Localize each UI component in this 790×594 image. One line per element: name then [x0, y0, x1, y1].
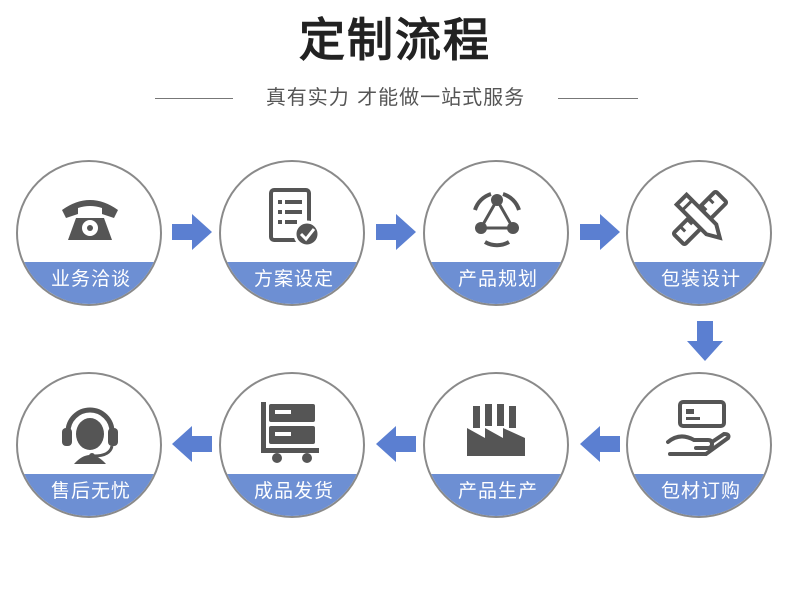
arrow-right-icon	[580, 214, 620, 250]
arrow-right-icon	[376, 214, 416, 250]
step-material-purchase: 包材订购	[626, 372, 772, 518]
step-label: 售后无忧	[18, 474, 160, 516]
step-label: 产品生产	[425, 474, 567, 516]
telephone-icon	[56, 184, 124, 252]
step-product-planning: 产品规划	[423, 160, 569, 306]
checklist-icon	[259, 184, 327, 252]
cabinet-icon	[259, 396, 327, 464]
page-title: 定制流程	[299, 13, 491, 67]
step-packaging-design: 包装设计	[626, 160, 772, 306]
hand-card-icon	[666, 396, 734, 464]
subtitle-row: 真有实力 才能做一站式服务	[0, 82, 790, 112]
step-shipping: 成品发货	[219, 372, 365, 518]
network-icon	[463, 184, 531, 252]
subtitle-divider-right	[558, 98, 638, 99]
step-label: 成品发货	[221, 474, 363, 516]
step-label: 包装设计	[628, 262, 770, 304]
step-label: 业务洽谈	[18, 262, 160, 304]
ruler-pencil-icon	[666, 184, 734, 252]
step-production: 产品生产	[423, 372, 569, 518]
factory-icon	[463, 396, 531, 464]
step-label: 产品规划	[425, 262, 567, 304]
arrow-right-icon	[172, 214, 212, 250]
step-plan-setting: 方案设定	[219, 160, 365, 306]
step-label: 包材订购	[628, 474, 770, 516]
step-business-negotiation: 业务洽谈	[16, 160, 162, 306]
arrow-left-icon	[376, 426, 416, 462]
arrow-left-icon	[580, 426, 620, 462]
page-subtitle: 真有实力 才能做一站式服务	[265, 85, 526, 109]
arrow-down-icon	[687, 321, 723, 361]
arrow-left-icon	[172, 426, 212, 462]
headset-icon	[56, 396, 124, 464]
subtitle-divider-left	[155, 98, 233, 99]
step-after-sales: 售后无忧	[16, 372, 162, 518]
step-label: 方案设定	[221, 262, 363, 304]
